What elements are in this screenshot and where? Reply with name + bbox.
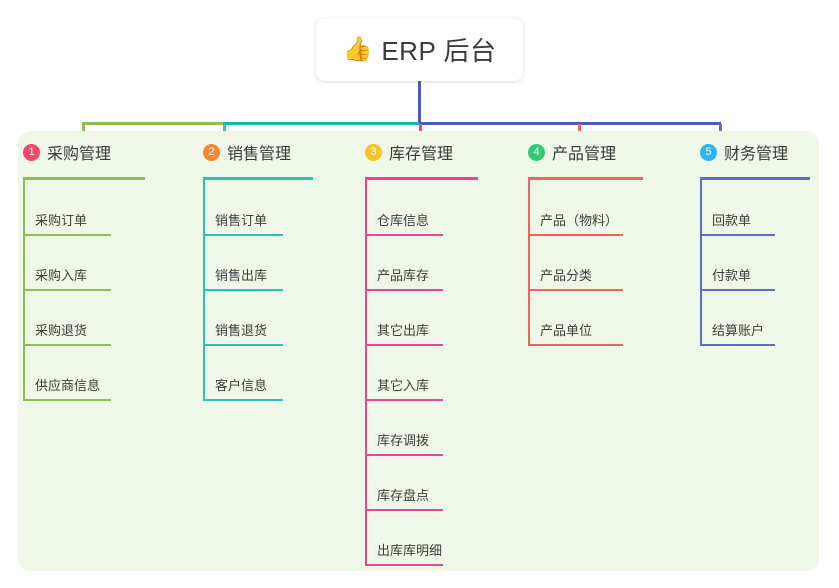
- branch-number-badge: 1: [23, 143, 40, 161]
- branch-number-badge: 4: [528, 143, 545, 161]
- leaf-node[interactable]: 其它出库: [365, 320, 443, 346]
- leaf-node-label: 库存调拨: [377, 433, 430, 448]
- leaf-node-label: 采购入库: [35, 268, 88, 283]
- leaf-node-label: 销售出库: [215, 268, 268, 283]
- leaf-node-label: 库存盘点: [377, 488, 430, 503]
- leaf-node-label: 仓库信息: [377, 213, 430, 228]
- leaf-node-label: 采购退货: [35, 323, 88, 338]
- leaf-node-underline: [203, 289, 283, 291]
- leaf-node[interactable]: 产品库存: [365, 265, 443, 291]
- leaf-node[interactable]: 客户信息: [203, 375, 283, 401]
- leaf-node-underline: [23, 289, 111, 291]
- leaf-node-underline: [365, 564, 443, 566]
- branch-number-badge: 3: [365, 143, 382, 161]
- leaf-node[interactable]: 产品单位: [528, 320, 623, 346]
- branch-spine: [700, 180, 702, 346]
- leaf-node-label: 付款单: [712, 268, 752, 283]
- branch-spine: [365, 180, 367, 566]
- leaf-node[interactable]: 仓库信息: [365, 210, 443, 236]
- leaf-node[interactable]: 产品（物料）: [528, 210, 623, 236]
- leaf-node-underline: [203, 399, 283, 401]
- leaf-node[interactable]: 结算账户: [700, 320, 775, 346]
- leaf-node-label: 回款单: [712, 213, 752, 228]
- root-stem-line: [418, 81, 421, 124]
- leaf-node[interactable]: 其它入库: [365, 375, 443, 401]
- branch-spine: [528, 180, 530, 346]
- leaf-node-label: 供应商信息: [35, 378, 101, 393]
- leaf-node[interactable]: 回款单: [700, 210, 775, 236]
- branch-underline: [700, 177, 810, 180]
- leaf-node-underline: [203, 234, 283, 236]
- root-node-card[interactable]: 👍 ERP 后台: [316, 18, 523, 81]
- branch-title-1[interactable]: 1 采购管理: [23, 140, 111, 164]
- leaf-node-underline: [23, 399, 111, 401]
- branch-title-2[interactable]: 2 销售管理: [203, 140, 291, 164]
- leaf-node-underline: [365, 234, 443, 236]
- connector-bar-segment-1: [82, 122, 223, 125]
- branch-underline: [203, 177, 313, 180]
- branch-title-label: 采购管理: [47, 146, 112, 163]
- leaf-node-label: 其它入库: [377, 378, 430, 393]
- leaf-node-label: 产品单位: [540, 323, 593, 338]
- leaf-node[interactable]: 付款单: [700, 265, 775, 291]
- leaf-node[interactable]: 销售出库: [203, 265, 283, 291]
- leaf-node-underline: [528, 289, 623, 291]
- leaf-node-label: 出库库明细: [377, 543, 443, 558]
- leaf-node-underline: [700, 289, 775, 291]
- thumbs-up-icon: 👍: [342, 35, 373, 63]
- branch-underline: [528, 177, 643, 180]
- leaf-node-label: 产品分类: [540, 268, 593, 283]
- leaf-node-label: 结算账户: [712, 323, 765, 338]
- root-node-title: ERP 后台: [381, 36, 497, 66]
- branch-panel: [18, 131, 819, 571]
- branch-title-label: 产品管理: [552, 146, 617, 163]
- leaf-node-underline: [365, 289, 443, 291]
- leaf-node-underline: [528, 234, 623, 236]
- leaf-node-label: 销售退货: [215, 323, 268, 338]
- leaf-node[interactable]: 销售订单: [203, 210, 283, 236]
- branch-underline: [23, 177, 145, 180]
- branch-title-label: 库存管理: [389, 146, 454, 163]
- leaf-node[interactable]: 库存盘点: [365, 485, 443, 511]
- leaf-node-label: 产品库存: [377, 268, 430, 283]
- leaf-node[interactable]: 销售退货: [203, 320, 283, 346]
- leaf-node[interactable]: 采购退货: [23, 320, 111, 346]
- branch-title-4[interactable]: 4 产品管理: [528, 140, 616, 164]
- leaf-node-label: 采购订单: [35, 213, 88, 228]
- leaf-node[interactable]: 出库库明细: [365, 540, 443, 566]
- branch-number-badge: 2: [203, 143, 220, 161]
- leaf-node-underline: [528, 344, 623, 346]
- leaf-node-underline: [203, 344, 283, 346]
- leaf-node[interactable]: 采购入库: [23, 265, 111, 291]
- leaf-node-underline: [365, 509, 443, 511]
- leaf-node-underline: [365, 454, 443, 456]
- leaf-node-label: 其它出库: [377, 323, 430, 338]
- leaf-node[interactable]: 供应商信息: [23, 375, 111, 401]
- leaf-node-label: 产品（物料）: [540, 213, 619, 228]
- leaf-node-underline: [365, 344, 443, 346]
- branch-number-badge: 5: [700, 143, 717, 161]
- leaf-node-label: 客户信息: [215, 378, 268, 393]
- branch-underline: [365, 177, 478, 180]
- branch-title-label: 销售管理: [227, 146, 292, 163]
- branch-title-5[interactable]: 5 财务管理: [700, 140, 788, 164]
- connector-bar-segment-2: [223, 122, 419, 125]
- leaf-node[interactable]: 产品分类: [528, 265, 623, 291]
- leaf-node-underline: [700, 234, 775, 236]
- leaf-node[interactable]: 采购订单: [23, 210, 111, 236]
- leaf-node-underline: [23, 234, 111, 236]
- leaf-node-label: 销售订单: [215, 213, 268, 228]
- leaf-node-underline: [700, 344, 775, 346]
- leaf-node-underline: [365, 399, 443, 401]
- leaf-node[interactable]: 库存调拨: [365, 430, 443, 456]
- branch-title-label: 财务管理: [724, 146, 789, 163]
- connector-bar-segment-3: [419, 122, 721, 125]
- branch-title-3[interactable]: 3 库存管理: [365, 140, 453, 164]
- leaf-node-underline: [23, 344, 111, 346]
